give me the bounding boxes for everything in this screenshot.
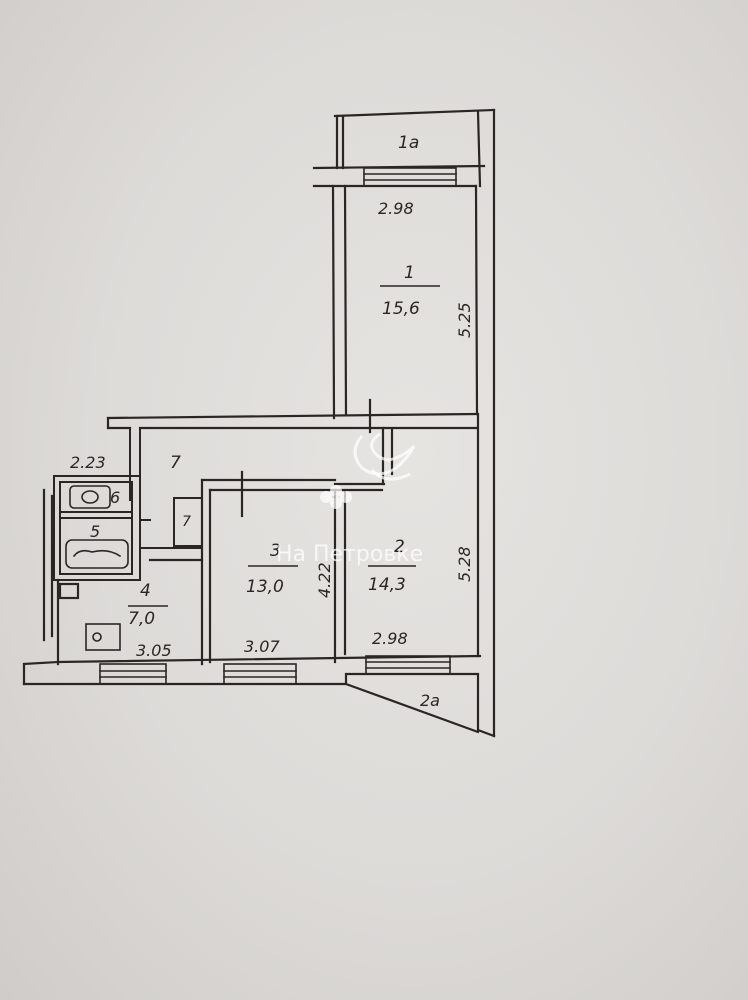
dim-hall-width: 2.23 [70, 453, 106, 472]
dim-room-3-length: 4.22 [315, 562, 334, 598]
watermark-text: На Петровке [276, 542, 423, 567]
watermark-flower-icon [320, 485, 352, 509]
label-kitchen-4: 4 [140, 581, 151, 601]
window-room-2 [365, 655, 451, 675]
bathroom-walls [53, 475, 161, 581]
stove-fixture [85, 623, 121, 651]
area-kitchen-4: 7,0 [128, 609, 155, 629]
bathtub-fixture [65, 539, 129, 569]
label-hall-7: 7 [170, 453, 181, 473]
dim-room-2-length: 5.28 [455, 546, 474, 582]
window-kitchen [99, 663, 167, 685]
balcony-2a [344, 672, 496, 738]
watermark-logo-icon [353, 432, 416, 481]
label-room-2: 2 [394, 537, 405, 557]
label-1a: 1a [398, 133, 419, 153]
area-room-3: 13,0 [246, 577, 284, 597]
dim-room-3-width: 3.07 [244, 637, 280, 656]
partition-wall [106, 398, 478, 434]
label-balcony-2a: 2a [420, 691, 440, 710]
window-room-3 [223, 663, 297, 685]
exterior-wall [22, 412, 482, 686]
label-closet-7: 7 [182, 514, 191, 530]
room-2-walls [333, 426, 394, 664]
label-toilet-6: 6 [110, 488, 120, 507]
dim-kitchen-width: 3.05 [136, 641, 172, 660]
watermark: На Петровке [276, 432, 423, 567]
label-bathroom-5: 5 [90, 522, 100, 541]
dim-room-1-width: 2.98 [378, 199, 414, 218]
toilet-fixture [69, 485, 111, 509]
label-room-1: 1 [404, 263, 415, 283]
kitchen-walls [42, 488, 204, 666]
room-labels: 1a 2.98 1 15,6 5.25 2.23 7 7 6 5 4 7,0 3… [70, 133, 474, 710]
balcony-door-1a [363, 167, 457, 187]
area-room-2: 14,3 [368, 575, 406, 595]
label-room-3: 3 [270, 541, 281, 561]
dim-room-1-length: 5.25 [455, 302, 474, 338]
dim-room-2-width: 2.98 [372, 629, 408, 648]
area-room-1: 15,6 [382, 299, 420, 319]
